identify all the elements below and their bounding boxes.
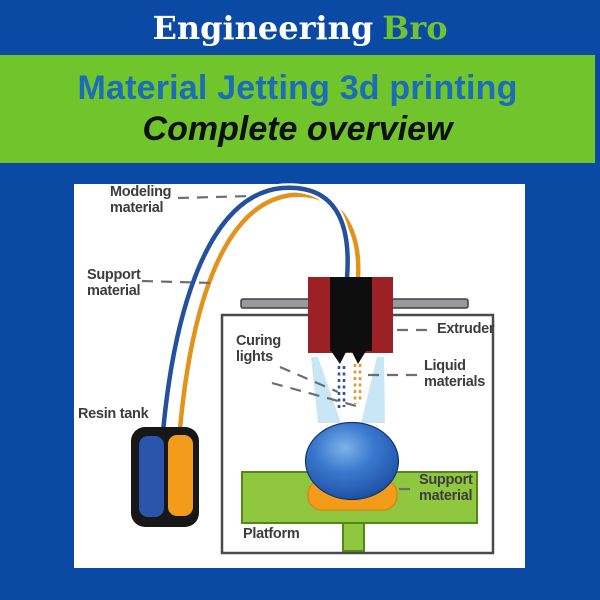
extruder-nozzle: [330, 277, 372, 364]
brand-name-secondary: Bro: [382, 8, 448, 47]
liquid-droplets-orange: [353, 364, 362, 404]
label-liquid-materials: Liquid materials: [424, 358, 485, 390]
support-material-tube: [177, 192, 361, 430]
label-support-material-bottom: Support material: [419, 472, 473, 504]
leader-modeling-material: [177, 194, 253, 200]
poster-title: Material Jetting 3d printing: [77, 69, 518, 108]
brand-header: Engineering Bro: [0, 0, 600, 55]
label-curing-lights: Curing lights: [236, 333, 281, 365]
label-support-material-top: Support material: [87, 267, 141, 299]
leader-curing-lights-1: [279, 365, 339, 394]
resin-tank-orange-compartment: [168, 435, 193, 516]
liquid-droplets-blue: [337, 366, 346, 409]
label-modeling-material: Modeling material: [110, 184, 172, 216]
poster-subtitle: Complete overview: [142, 110, 453, 148]
leader-lines: [141, 194, 432, 491]
modeling-material-tube: [160, 185, 350, 433]
label-extruder: Extruder: [437, 321, 495, 337]
platform-stem: [342, 522, 365, 552]
brand-name-primary: Engineering: [152, 8, 374, 47]
printed-object-sphere: [304, 421, 400, 501]
label-platform: Platform: [243, 526, 300, 542]
leader-curing-lights-2: [271, 381, 361, 409]
leader-support-material-top: [141, 279, 213, 285]
curing-light-beam-right: [361, 357, 385, 423]
curing-light-beam-left: [311, 357, 341, 423]
resin-tank-blue-compartment: [139, 436, 164, 517]
label-resin-tank: Resin tank: [78, 406, 149, 422]
title-band: Material Jetting 3d printing Complete ov…: [0, 55, 600, 163]
